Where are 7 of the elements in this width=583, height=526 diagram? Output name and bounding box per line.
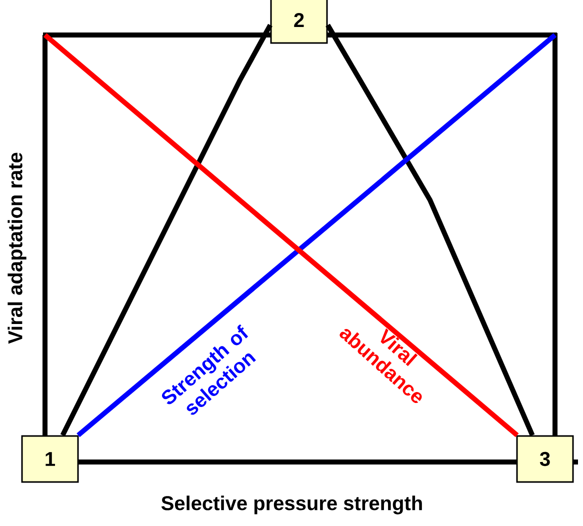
axis-title: Selective pressure strength xyxy=(161,496,422,514)
number-box: 2 xyxy=(270,0,328,44)
number-box: 3 xyxy=(516,435,574,483)
axis-title: Viral adaptation rate xyxy=(8,152,26,344)
number-box: 1 xyxy=(21,435,79,483)
curve xyxy=(60,24,272,436)
curve xyxy=(326,24,535,436)
